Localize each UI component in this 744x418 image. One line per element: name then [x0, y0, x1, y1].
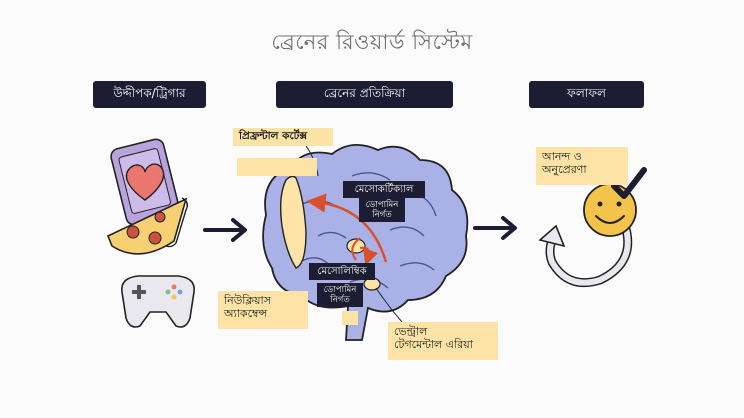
nucleus-accumbens-line2: অ্যাকম্বেন্স: [224, 307, 268, 320]
mesocortical-pathway-label: মেসোকর্টিক্যাল: [343, 181, 425, 198]
prefrontal-cortex-blank-box: [237, 158, 317, 176]
mesocortical-dopamine-tag: ডোপামিন নির্গত: [359, 198, 405, 222]
mesolimbic-dopamine-tag: ডোপামিন নির্গত: [317, 283, 363, 307]
joy-line1: আনন্দ ও: [542, 150, 582, 163]
header-brain-response: ব্রেনের প্রতিক্রিয়া: [276, 81, 453, 108]
pizza-slice-icon: [106, 197, 189, 255]
prefrontal-cortex-label: প্রিফ্রন্টাল কর্টেক্স: [233, 128, 333, 146]
arrow-trigger-to-brain: [203, 218, 247, 242]
header-result: ফলাফল: [529, 81, 644, 108]
joy-motivation-label: আনন্দ ও অনুপ্রেরণা: [536, 147, 628, 185]
diagram-title: ব্রেনের রিওয়ার্ড সিস্টেম: [271, 30, 473, 54]
nucleus-accumbens-line1: নিউক্লিয়াস: [224, 294, 271, 307]
ventral-tegmental-area-label: ভেন্ট্রাল টেগমেন্টাল এরিয়া: [388, 322, 498, 360]
header-trigger: উদ্দীপক/ট্রিগার: [93, 81, 206, 108]
nucleus-accumbens-label: নিউক্লিয়াস অ্যাকম্বেন্স: [218, 291, 308, 329]
check-mark-icon: [611, 167, 647, 199]
gamepad-icon: [121, 275, 195, 328]
circular-arrow-icon: [538, 217, 633, 288]
small-blank-box: [342, 311, 358, 325]
joy-line2: অনুপ্রেরণা: [542, 163, 587, 176]
release-text: নির্গত: [372, 210, 392, 220]
dopamine-text: ডোপামিন: [365, 200, 399, 210]
phone-heart-icon: [110, 138, 180, 226]
mesolimbic-pathway-label: মেসোলিম্বিক: [309, 263, 375, 280]
arrow-brain-to-result: [473, 216, 517, 240]
release-text: নির্গত: [330, 295, 350, 305]
vta-line1: ভেন্ট্রাল: [394, 325, 428, 338]
dopamine-text: ডোপামিন: [323, 285, 357, 295]
vta-line2: টেগমেন্টাল এরিয়া: [394, 338, 473, 351]
